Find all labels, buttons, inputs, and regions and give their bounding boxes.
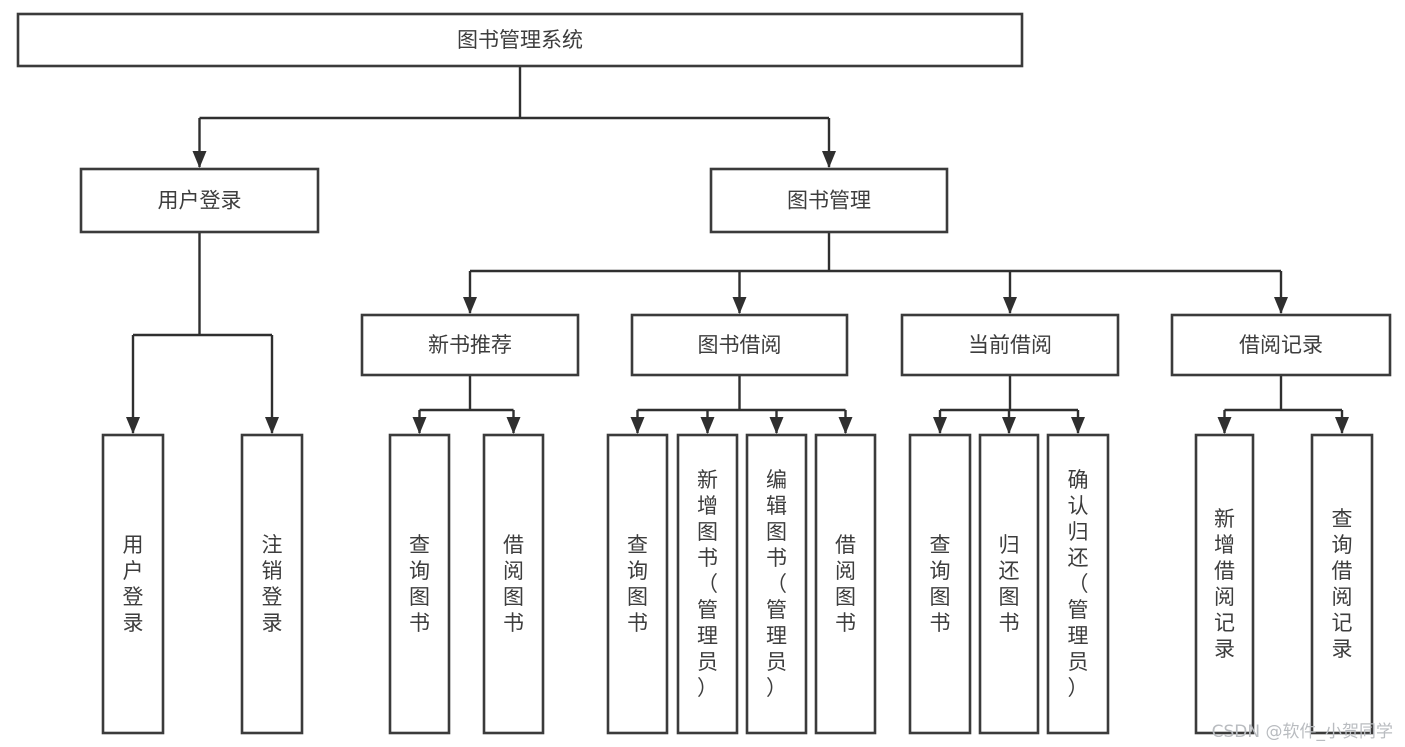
node-leaf-query-record[interactable]: 查询借阅记录	[1310, 433, 1374, 735]
node-book-management[interactable]: 图书管理	[709, 167, 949, 234]
node-label: 借阅记录	[1239, 333, 1323, 357]
node-leaf-borrow-book-1[interactable]: 借阅图书	[482, 433, 545, 735]
node-leaf-query-book-2[interactable]: 查询图书	[606, 433, 669, 735]
arrow-head-icon	[126, 417, 140, 434]
arrow-head-icon	[630, 417, 645, 434]
node-label: 图书借阅	[698, 333, 782, 357]
arrow-head-icon	[265, 417, 279, 434]
arrow-head-icon	[1335, 417, 1349, 434]
node-label: 查询图书	[930, 533, 951, 635]
node-user-login[interactable]: 用户登录	[79, 167, 320, 234]
node-label: 查询图书	[409, 533, 430, 635]
node-leaf-add-record[interactable]: 新增借阅记录	[1194, 433, 1255, 735]
node-label: 新增图书（管理员）	[697, 468, 718, 700]
node-current-borrow[interactable]: 当前借阅	[900, 313, 1120, 377]
node-leaf-add-book[interactable]: 新增图书（管理员）	[676, 433, 739, 735]
arrow-head-icon	[1274, 297, 1288, 314]
node-label: 用户登录	[123, 533, 144, 635]
node-label: 借阅图书	[835, 533, 856, 635]
node-label: 用户登录	[158, 189, 242, 213]
arrow-head-icon	[732, 297, 747, 314]
node-new-book-recommend[interactable]: 新书推荐	[360, 313, 580, 377]
node-leaf-return-book[interactable]: 归还图书	[978, 433, 1040, 735]
node-label: 确认归还（管理员）	[1068, 468, 1089, 700]
node-label: 图书管理系统	[457, 28, 583, 52]
node-label: 编辑图书（管理员）	[766, 468, 787, 700]
node-leaf-user-login[interactable]: 用户登录	[101, 433, 165, 735]
connector-layer	[126, 66, 1349, 434]
node-leaf-borrow-book-2[interactable]: 借阅图书	[814, 433, 877, 735]
node-label: 查询图书	[627, 533, 648, 635]
arrow-head-icon	[700, 417, 715, 434]
arrow-head-icon	[412, 417, 427, 434]
node-leaf-query-book-1[interactable]: 查询图书	[388, 433, 451, 735]
arrow-head-icon	[463, 297, 477, 314]
arrow-head-icon	[1071, 417, 1085, 434]
node-borrow-record[interactable]: 借阅记录	[1170, 313, 1392, 377]
node-label: 新增借阅记录	[1214, 507, 1235, 661]
node-layer: 图书管理系统用户登录图书管理新书推荐图书借阅当前借阅借阅记录用户登录注销登录查询…	[16, 12, 1392, 735]
node-root-system[interactable]: 图书管理系统	[16, 12, 1024, 68]
node-leaf-edit-book[interactable]: 编辑图书（管理员）	[745, 433, 808, 735]
arrow-head-icon	[506, 417, 521, 434]
csdn-watermark: CSDN @软件_小贺同学	[1211, 722, 1393, 742]
node-label: 查询借阅记录	[1332, 507, 1353, 661]
arrow-head-icon	[838, 417, 853, 434]
node-label: 归还图书	[999, 533, 1020, 635]
node-leaf-logout[interactable]: 注销登录	[240, 433, 304, 735]
node-label: 借阅图书	[503, 533, 524, 635]
arrow-head-icon	[822, 151, 836, 168]
node-label: 注销登录	[262, 533, 283, 635]
arrow-head-icon	[192, 151, 207, 168]
arrow-head-icon	[1003, 297, 1017, 314]
node-leaf-query-book-3[interactable]: 查询图书	[908, 433, 972, 735]
node-label: 新书推荐	[428, 333, 512, 357]
arrow-head-icon	[1217, 417, 1232, 434]
node-label: 图书管理	[787, 189, 871, 213]
node-book-borrow[interactable]: 图书借阅	[630, 313, 849, 377]
node-leaf-confirm-return[interactable]: 确认归还（管理员）	[1046, 433, 1110, 735]
node-label: 当前借阅	[968, 333, 1052, 357]
arrow-head-icon	[1002, 417, 1016, 434]
arrow-head-icon	[933, 417, 947, 434]
arrow-head-icon	[769, 417, 784, 434]
